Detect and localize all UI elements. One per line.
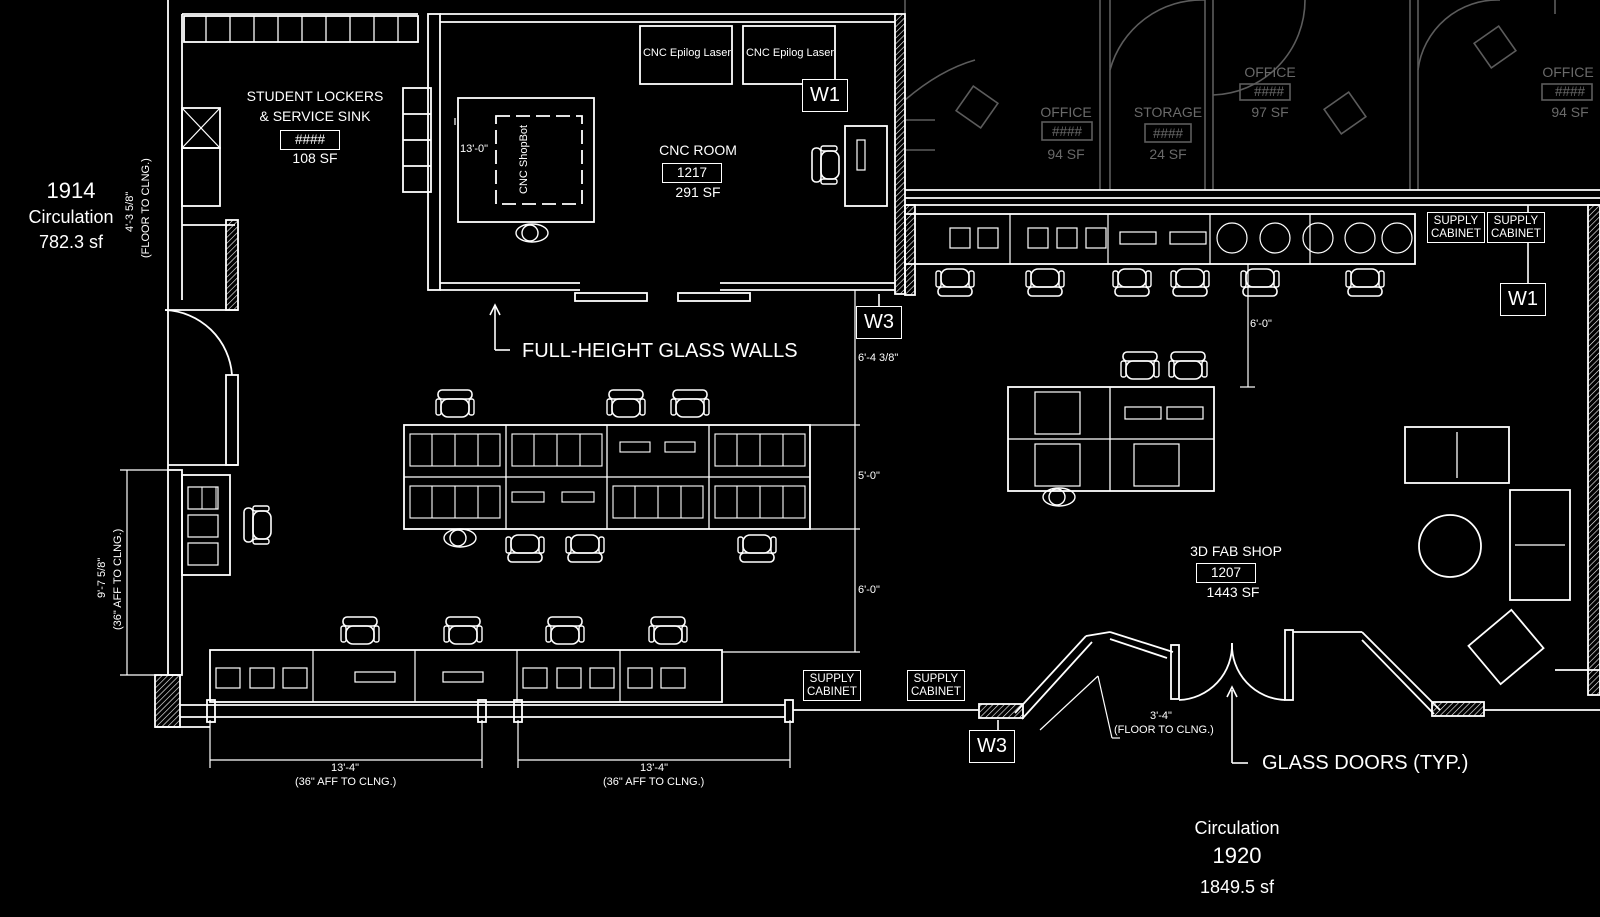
lockers-room-number: #### xyxy=(280,130,341,150)
lockers-name-1: STUDENT LOCKERS xyxy=(246,88,384,104)
office-2-name: OFFICE xyxy=(1244,64,1296,80)
office-3-number: #### xyxy=(1554,84,1586,99)
lockers-name-2: & SERVICE SINK xyxy=(259,108,371,124)
dim-4-3-note: (FLOOR TO CLNG.) xyxy=(140,158,152,258)
fab-shop-number: 1207 xyxy=(1196,563,1257,583)
window-tag-w3-bottom: W3 xyxy=(969,730,1015,763)
faint-offices xyxy=(904,0,1593,190)
fab-shop-area: 1443 SF xyxy=(1206,584,1260,600)
dim-9-7: 9'-7 5/8" xyxy=(96,557,108,598)
office-3-name: OFFICE xyxy=(1542,64,1594,80)
circulation-1920-number: 1920 xyxy=(1212,843,1262,868)
glass-walls-callout: FULL-HEIGHT GLASS WALLS xyxy=(522,340,798,362)
cnc-room-area: 291 SF xyxy=(675,184,721,200)
office-2-area: 97 SF xyxy=(1251,104,1289,120)
window-tag-w1-fab: W1 xyxy=(1500,283,1546,316)
dim-13-4-right: 13'-4" xyxy=(640,762,669,774)
shopbot-label: CNC ShopBot xyxy=(518,124,530,194)
person-symbols xyxy=(443,223,1076,548)
dim-3-4-note: (FLOOR TO CLNG.) xyxy=(1114,724,1214,736)
dim-5-0: 5'-0" xyxy=(858,470,880,482)
circulation-1914-number: 1914 xyxy=(46,178,96,203)
storage-number: #### xyxy=(1152,126,1184,141)
circulation-1920-area: 1849.5 sf xyxy=(1199,877,1275,897)
dim-13-4-left-note: (36" AFF TO CLNG.) xyxy=(295,776,397,788)
dim-3-4: 3'-4" xyxy=(1150,710,1172,722)
dim-13-4-right-note: (36" AFF TO CLNG.) xyxy=(603,776,705,788)
cnc-room-name: CNC ROOM xyxy=(659,142,737,158)
window-tag-w1-cnc: W1 xyxy=(802,79,848,112)
window-tag-w3-top: W3 xyxy=(856,306,902,339)
dim-6-4: 6'-4 3/8" xyxy=(858,352,899,364)
office-2-number: #### xyxy=(1253,84,1285,99)
glass-doors-callout: GLASS DOORS (TYP.) xyxy=(1262,752,1469,774)
dim-9-7-note: (36" AFF TO CLNG.) xyxy=(112,528,124,630)
office-3-area: 94 SF xyxy=(1551,104,1589,120)
cnc-room-number: 1217 xyxy=(662,163,723,183)
circulation-1914-name: Circulation xyxy=(28,207,114,227)
dim-13-4-left: 13'-4" xyxy=(331,762,360,774)
office-1-number: #### xyxy=(1051,124,1083,139)
dim-4-3: 4'-3 5/8" xyxy=(124,191,136,232)
epilog-laser-1-label: CNC Epilog Laser xyxy=(642,47,732,59)
office-1-area: 94 SF xyxy=(1047,146,1085,162)
fab-shop-name: 3D FAB SHOP xyxy=(1190,543,1282,559)
storage-name: STORAGE xyxy=(1133,104,1203,120)
shopbot-dimension: 13'-0" xyxy=(460,143,489,155)
office-1-name: OFFICE xyxy=(1040,104,1092,120)
dim-6-0-lower: 6'-0" xyxy=(858,584,880,596)
circulation-1914-area: 782.3 sf xyxy=(38,232,104,252)
storage-area: 24 SF xyxy=(1149,146,1187,162)
circulation-1920-name: Circulation xyxy=(1194,818,1280,838)
epilog-laser-2-label: CNC Epilog Laser xyxy=(745,47,835,59)
lockers-area: 108 SF xyxy=(292,150,338,166)
dim-6-0-fab: 6'-0" xyxy=(1250,318,1272,330)
